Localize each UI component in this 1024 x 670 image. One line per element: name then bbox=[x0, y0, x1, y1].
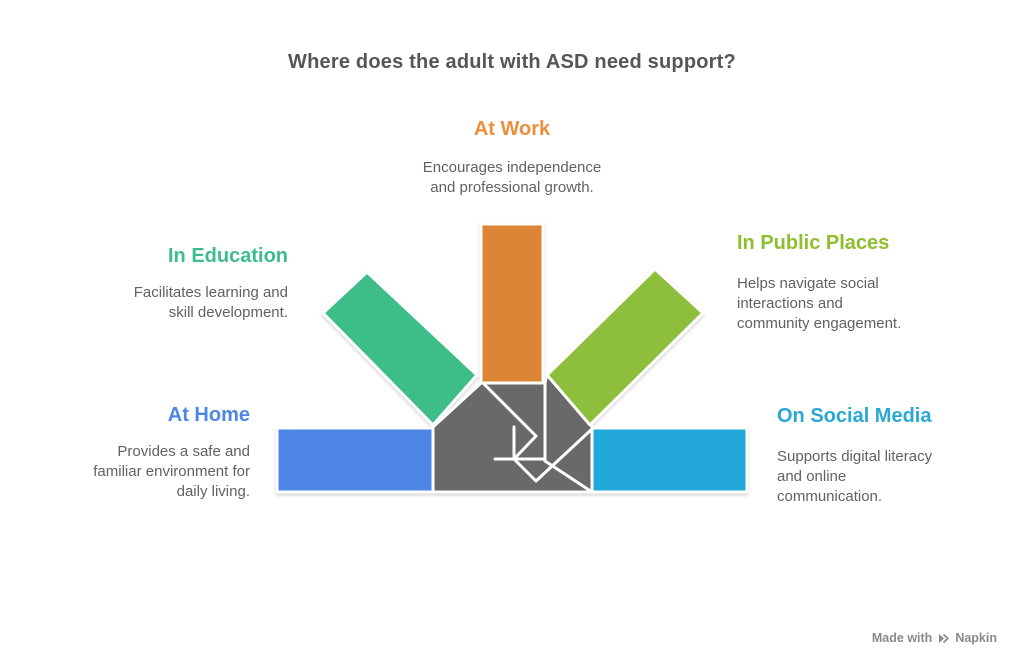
section-description-on-social-media: Supports digital literacy and online com… bbox=[777, 447, 1012, 507]
section-in-public-places: In Public Places Helps navigate social i… bbox=[737, 231, 977, 334]
description-line: Helps navigate social bbox=[737, 275, 879, 292]
arrow-shaft-in-public-places bbox=[545, 267, 705, 427]
description-line: interactions and bbox=[737, 295, 843, 312]
description-line: and professional growth. bbox=[430, 179, 594, 196]
page-title: Where does the adult with ASD need suppo… bbox=[288, 51, 736, 73]
description-line: skill development. bbox=[168, 304, 288, 321]
description-line: familiar environment for bbox=[93, 463, 250, 480]
napkin-pen-icon bbox=[939, 633, 949, 643]
arrowhead-seams bbox=[479, 379, 594, 492]
credit-brand-text: Napkin bbox=[955, 631, 997, 645]
description-line: communication. bbox=[777, 488, 883, 505]
section-heading-on-social-media: On Social Media bbox=[777, 405, 932, 427]
section-heading-in-education: In Education bbox=[168, 245, 288, 267]
section-description-at-home: Provides a safe and familiar environment… bbox=[6, 442, 250, 502]
description-line: Facilitates learning and bbox=[133, 284, 288, 301]
section-description-in-public-places: Helps navigate social interactions and c… bbox=[737, 274, 977, 334]
made-with-napkin-credit: Made with Napkin bbox=[872, 631, 997, 645]
arrow-shaft-at-work bbox=[479, 222, 545, 385]
description-line: and online bbox=[777, 468, 847, 485]
arrow-shaft-at-home bbox=[275, 426, 435, 494]
section-at-home: At Home Provides a safe and familiar env… bbox=[6, 403, 250, 502]
section-heading-at-work: At Work bbox=[473, 118, 551, 140]
arrow-shaft-in-education bbox=[321, 270, 479, 427]
description-line: daily living. bbox=[176, 483, 250, 500]
credit-made-with-text: Made with bbox=[871, 631, 933, 645]
section-description-at-work: Encourages independence and professional… bbox=[332, 158, 692, 198]
section-description-in-education: Facilitates learning and skill developme… bbox=[28, 283, 288, 323]
description-line: Encourages independence bbox=[422, 159, 602, 176]
section-heading-in-public-places: In Public Places bbox=[737, 232, 890, 254]
description-line: community engagement. bbox=[737, 315, 902, 332]
description-line: Supports digital literacy bbox=[777, 448, 933, 465]
section-in-education: In Education Facilitates learning and sk… bbox=[28, 244, 288, 323]
section-at-work: At Work Encourages independence and prof… bbox=[332, 117, 692, 198]
arrow-shaft-on-social-media bbox=[590, 426, 749, 494]
description-line: Provides a safe and bbox=[117, 443, 250, 460]
section-on-social-media: On Social Media Supports digital literac… bbox=[777, 404, 1012, 507]
section-heading-at-home: At Home bbox=[167, 404, 250, 426]
